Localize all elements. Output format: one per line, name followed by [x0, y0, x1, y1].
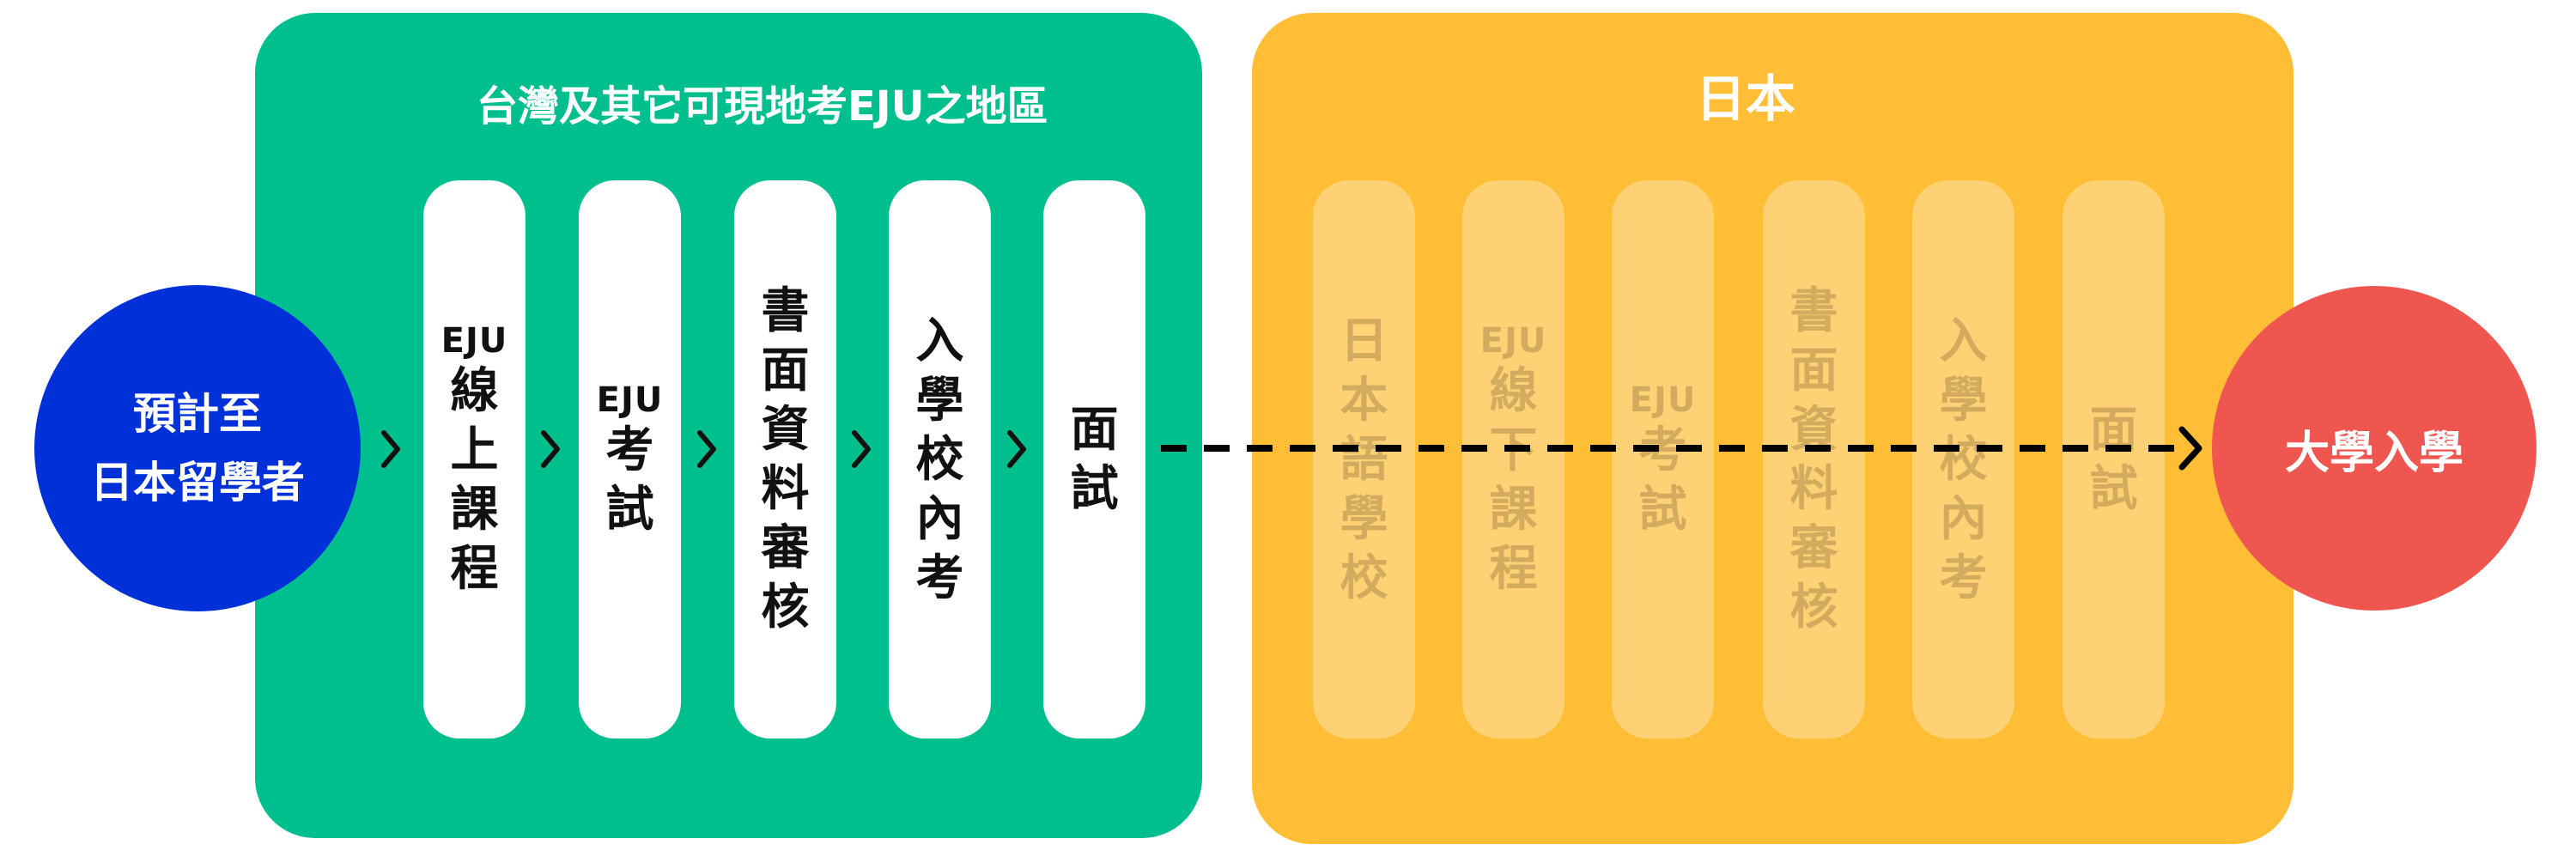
step-label: 書面資料審核	[761, 283, 810, 635]
step-label: 入學校內考	[1939, 313, 1988, 606]
dashed-arrow-icon	[2178, 426, 2202, 471]
japan-step-5: 入學校內考	[1912, 180, 2014, 738]
japan-step-1: 日本語學校	[1313, 180, 1415, 738]
step-label: 面試	[2089, 402, 2138, 517]
step-label: 入學校內考	[915, 313, 964, 606]
japan-region-title: 日本	[1696, 70, 1796, 128]
end-node: 大學入學	[2212, 286, 2537, 611]
japan-step-4: 書面資料審核	[1763, 180, 1865, 738]
chevron-right-icon	[381, 430, 400, 468]
japan-step-6: 面試	[2063, 180, 2165, 738]
step-label: 考試	[1638, 422, 1687, 538]
step-prefix: EJU	[596, 380, 664, 420]
chevron-right-icon	[1007, 430, 1026, 468]
chevron-right-icon	[697, 430, 716, 468]
taiwan-step-3: 書面資料審核	[734, 180, 836, 738]
step-label: 線上課程	[450, 363, 499, 597]
step-label: 考試	[605, 422, 654, 538]
step-prefix: EJU	[1479, 321, 1547, 361]
step-label: 書面資料審核	[1789, 283, 1838, 635]
start-node: 預計至 日本留學者	[34, 285, 361, 611]
end-label: 大學入學	[2284, 427, 2464, 479]
taiwan-region-title: 台灣及其它可現地考EJU之地區	[477, 82, 1048, 131]
start-line-1: 預計至	[133, 389, 262, 439]
taiwan-step-5: 面試	[1043, 180, 1145, 738]
dashed-path-line	[1161, 445, 2191, 452]
taiwan-step-4: 入學校內考	[889, 180, 991, 738]
step-label: 日本語學校	[1340, 313, 1388, 606]
step-prefix: EJU	[440, 321, 508, 361]
step-prefix: EJU	[1629, 380, 1697, 420]
chevron-right-icon	[541, 430, 560, 468]
start-line-2: 日本留學者	[90, 458, 305, 508]
chevron-right-icon	[852, 430, 871, 468]
step-label: 線下課程	[1489, 363, 1538, 597]
step-label: 面試	[1070, 402, 1119, 517]
